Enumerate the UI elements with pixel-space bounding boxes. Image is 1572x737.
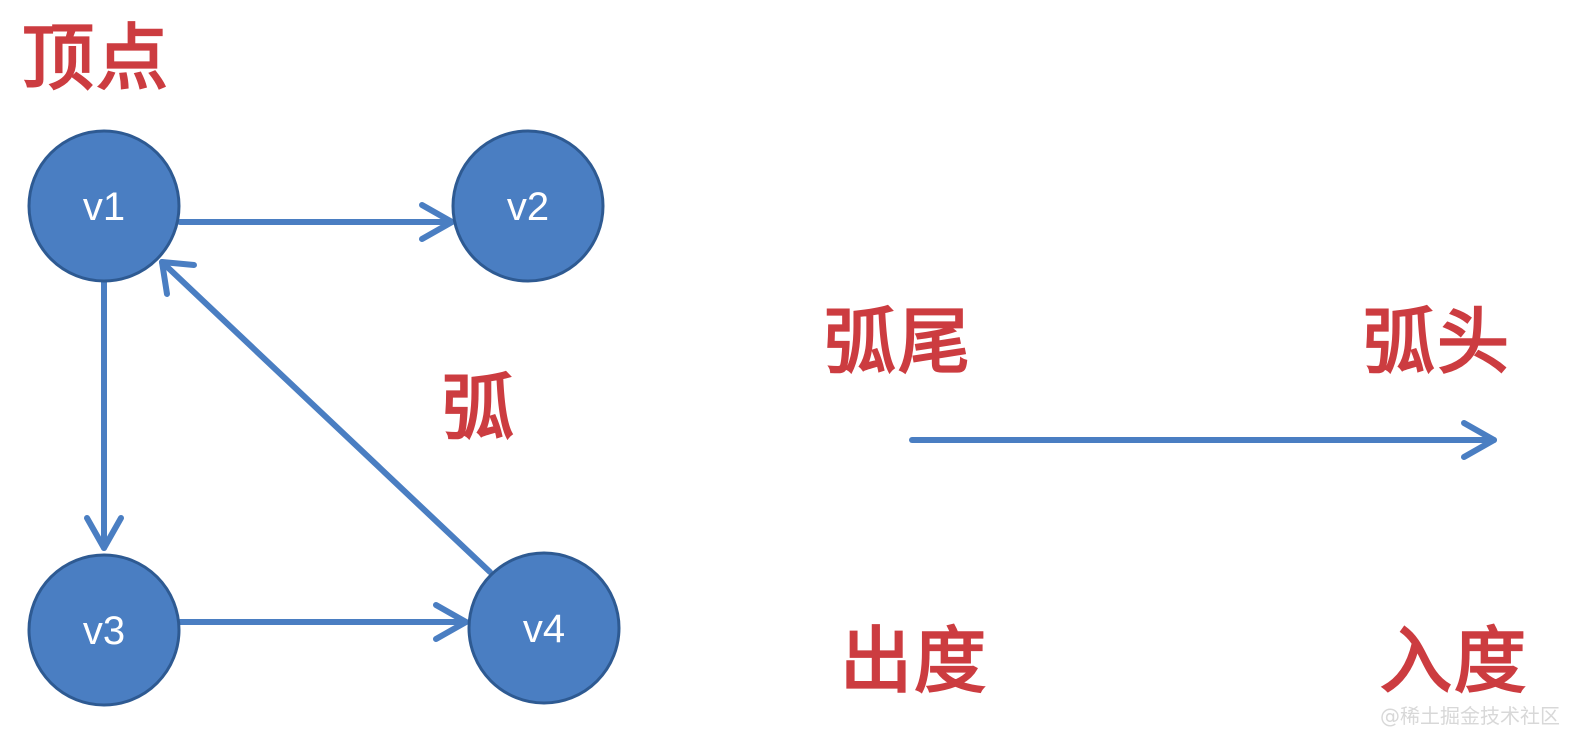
edge-v1-v3-arrowhead [84,515,124,551]
node-v4-label: v4 [523,607,565,651]
node-v1-label: v1 [83,185,125,229]
node-v2-circle [451,129,605,283]
edge-v3-v4-arrowhead [433,602,469,642]
node-v2: v2 [451,129,605,283]
edge-v4-v1 [159,259,493,575]
node-v3: v3 [27,553,181,707]
arc-tail-label: 弧尾 [824,300,973,384]
node-v4: v4 [467,551,621,705]
node-v1: v1 [27,129,181,283]
out-degree-label: 出度 [840,619,989,703]
node-v2-label: v2 [507,185,549,229]
arc-label: 弧 [442,366,517,450]
node-v1-circle [27,129,181,283]
edges-group [84,202,1497,642]
node-v4-circle [467,551,621,705]
edge-v4-v1-arrowhead [159,259,197,297]
arc-head-label: 弧头 [1363,300,1512,384]
node-v3-circle [27,553,181,707]
legend-arc-arrowhead [1461,420,1497,460]
vertex-label: 顶点 [22,16,171,100]
edge-v1-v2-arrowhead [419,202,455,242]
in-degree-label: 入度 [1380,619,1529,703]
watermark: @稀土掘金技术社区 [1380,704,1560,728]
node-v3-label: v3 [83,609,125,653]
